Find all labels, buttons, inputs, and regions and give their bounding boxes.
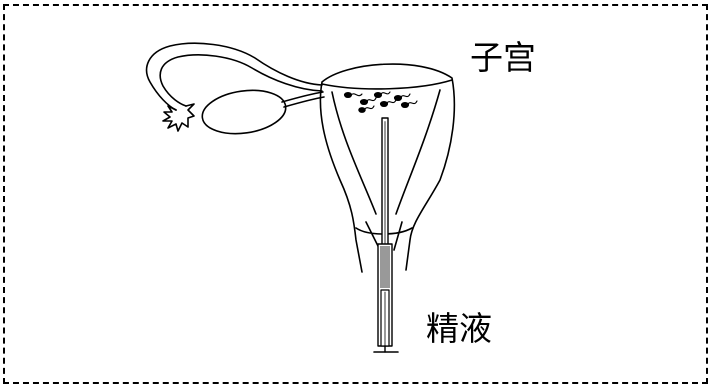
- sperm-cluster: [343, 91, 418, 113]
- uterine-cavity: [331, 89, 441, 215]
- semen-label: 精液: [426, 309, 492, 348]
- fallopian-tube: [145, 42, 323, 111]
- ovary: [201, 89, 287, 135]
- dashed-border-frame: [3, 4, 708, 384]
- uterus-label: 子宫: [470, 38, 536, 77]
- ovarian-ligament: [281, 91, 325, 108]
- syringe-semen: [380, 246, 390, 288]
- fimbriae: [162, 103, 195, 132]
- uterus-fundus: [321, 79, 453, 90]
- uterus-outline: [319, 63, 456, 273]
